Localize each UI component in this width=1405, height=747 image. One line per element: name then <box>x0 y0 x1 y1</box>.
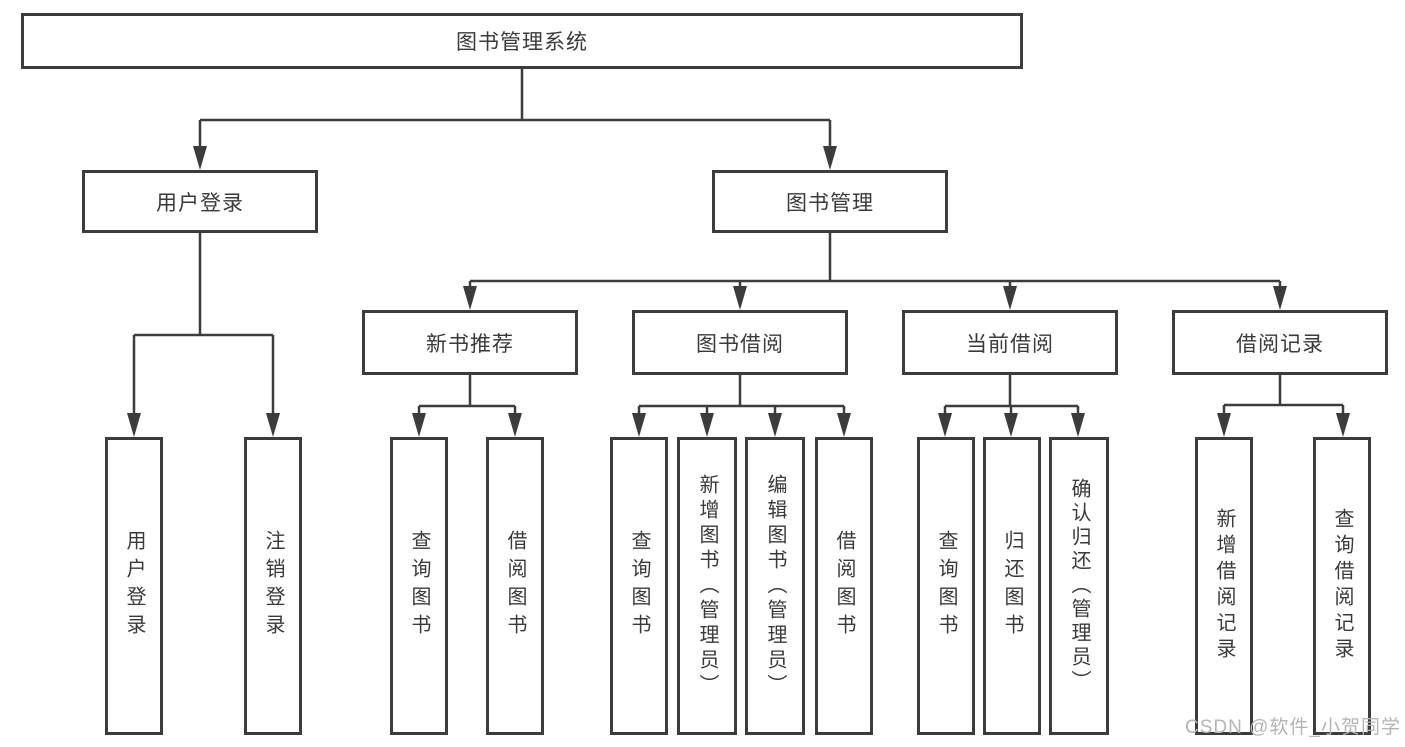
leaf-borrow-books-label: 借阅图书 <box>833 530 855 642</box>
node-book-borrow-label: 图书借阅 <box>696 332 784 356</box>
leaf-user-login-label: 用户登录 <box>123 530 145 642</box>
csdn-watermark: CSDN @软件_小贺同学 <box>1185 717 1401 738</box>
arrowheads <box>127 146 1350 437</box>
node-new-book-recommend-label: 新书推荐 <box>426 332 514 356</box>
leaf-logout-label: 注销登录 <box>262 530 284 642</box>
leaf-borrow-books: 借阅图书 <box>815 437 873 735</box>
leaf-query-books-current: 查询图书 <box>917 437 975 735</box>
leaf-query-books-borrow-label: 查询图书 <box>628 530 650 642</box>
leaf-borrow-books-recommend-label: 借阅图书 <box>504 530 526 642</box>
leaf-confirm-return-admin-label: 确认归还（管理员） <box>1068 478 1090 694</box>
leaf-query-borrow-record: 查询借阅记录 <box>1313 437 1371 735</box>
node-borrow-records: 借阅记录 <box>1172 310 1388 375</box>
node-book-management: 图书管理 <box>712 170 948 233</box>
leaf-add-books-admin: 新增图书（管理员） <box>677 437 737 735</box>
leaf-query-books-borrow: 查询图书 <box>610 437 668 735</box>
node-root-system: 图书管理系统 <box>21 13 1023 69</box>
leaf-confirm-return-admin: 确认归还（管理员） <box>1049 437 1109 735</box>
node-current-borrow-label: 当前借阅 <box>966 332 1054 356</box>
node-root-label: 图书管理系统 <box>456 31 588 54</box>
leaf-query-books-current-label: 查询图书 <box>935 530 957 642</box>
node-book-management-label: 图书管理 <box>786 191 874 215</box>
leaf-add-borrow-record: 新增借阅记录 <box>1195 437 1253 735</box>
leaf-borrow-books-recommend: 借阅图书 <box>486 437 544 735</box>
leaf-return-books: 归还图书 <box>983 437 1041 735</box>
leaf-edit-books-admin: 编辑图书（管理员） <box>745 437 805 735</box>
node-book-borrow: 图书借阅 <box>632 310 848 375</box>
node-new-book-recommend: 新书推荐 <box>362 310 578 375</box>
node-user-login-label: 用户登录 <box>156 191 244 215</box>
node-borrow-records-label: 借阅记录 <box>1236 332 1324 356</box>
leaf-user-login: 用户登录 <box>105 437 163 735</box>
leaf-edit-books-admin-label: 编辑图书（管理员） <box>764 473 786 699</box>
node-user-login: 用户登录 <box>82 170 318 233</box>
leaf-logout: 注销登录 <box>244 437 302 735</box>
leaf-query-books-recommend: 查询图书 <box>390 437 448 735</box>
leaf-return-books-label: 归还图书 <box>1001 530 1023 642</box>
leaf-query-books-recommend-label: 查询图书 <box>408 530 430 642</box>
node-current-borrow: 当前借阅 <box>902 310 1118 375</box>
leaf-add-books-admin-label: 新增图书（管理员） <box>696 473 718 699</box>
leaf-query-borrow-record-label: 查询借阅记录 <box>1331 508 1353 664</box>
leaf-add-borrow-record-label: 新增借阅记录 <box>1213 508 1235 664</box>
